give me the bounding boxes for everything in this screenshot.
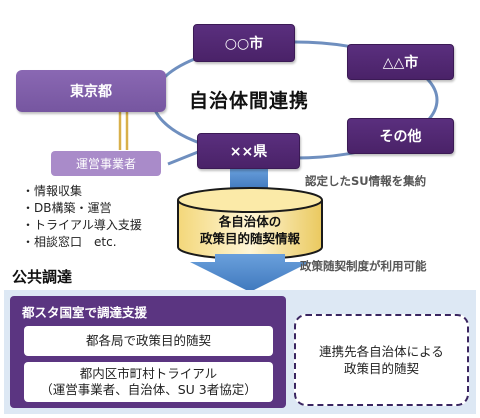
city-a-box: ○○市 bbox=[193, 24, 295, 62]
database-line1: 各自治体の bbox=[218, 214, 282, 229]
support-panel: 都スタ国室で調達支援 都各局で政策目的随契 都内区市町村トライアル （運営事業者… bbox=[10, 296, 286, 408]
aggregate-arrow-stem bbox=[230, 168, 268, 190]
database-label: 各自治体の 政策目的随契情報 bbox=[178, 213, 322, 247]
database-line2: 政策目的随契情報 bbox=[199, 231, 300, 246]
bureau-card: 都各局で政策目的随契 bbox=[24, 326, 273, 356]
procurement-panel: 都スタ国室で調達支援 都各局で政策目的随契 都内区市町村トライアル （運営事業者… bbox=[4, 290, 476, 414]
city-other-box: その他 bbox=[347, 118, 454, 154]
section-title: 公共調達 bbox=[12, 268, 73, 286]
tokyo-box: 東京都 bbox=[16, 70, 166, 112]
trial-card: 都内区市町村トライアル （運営事業者、自治体、SU 3者協定） bbox=[24, 362, 273, 402]
city-b-label: △△市 bbox=[382, 55, 419, 71]
bureau-card-text: 都各局で政策目的随契 bbox=[85, 333, 211, 348]
support-panel-header: 都スタ国室で調達支援 bbox=[22, 305, 148, 320]
aggregate-note: 認定したSU情報を集約 bbox=[305, 174, 427, 188]
list-item: トライアル導入支援 bbox=[22, 217, 142, 234]
procurement-arrow bbox=[190, 254, 310, 292]
list-item: 相談窓口 etc. bbox=[22, 234, 142, 251]
operator-box: 運営事業者 bbox=[51, 151, 161, 176]
prefecture-box: ××県 bbox=[197, 133, 300, 169]
prefecture-label: ××県 bbox=[229, 144, 268, 160]
center-title: 自治体間連携 bbox=[189, 90, 310, 112]
trial-card-line2: （運営事業者、自治体、SU 3者協定） bbox=[40, 382, 257, 397]
city-b-box: △△市 bbox=[347, 44, 454, 80]
partner-municipalities-box: 連携先各自治体による 政策目的随契 bbox=[294, 314, 469, 406]
tokyo-label: 東京都 bbox=[70, 84, 112, 100]
city-a-label: ○○市 bbox=[224, 36, 264, 52]
database-cylinder bbox=[177, 187, 323, 260]
trial-card-line1: 都内区市町村トライアル bbox=[79, 366, 218, 381]
operator-prefecture-link bbox=[167, 150, 199, 166]
city-other-label: その他 bbox=[379, 129, 422, 145]
usable-note: 政策随契制度が利用可能 bbox=[300, 259, 427, 273]
partner-line2: 政策目的随契 bbox=[343, 361, 419, 376]
list-item: DB構築・運営 bbox=[22, 200, 142, 217]
partner-line1: 連携先各自治体による bbox=[319, 344, 444, 359]
operator-label: 運営事業者 bbox=[75, 157, 136, 171]
list-item: 情報収集 bbox=[22, 183, 142, 200]
operator-duties-list: 情報収集 DB構築・運営 トライアル導入支援 相談窓口 etc. bbox=[22, 183, 142, 251]
